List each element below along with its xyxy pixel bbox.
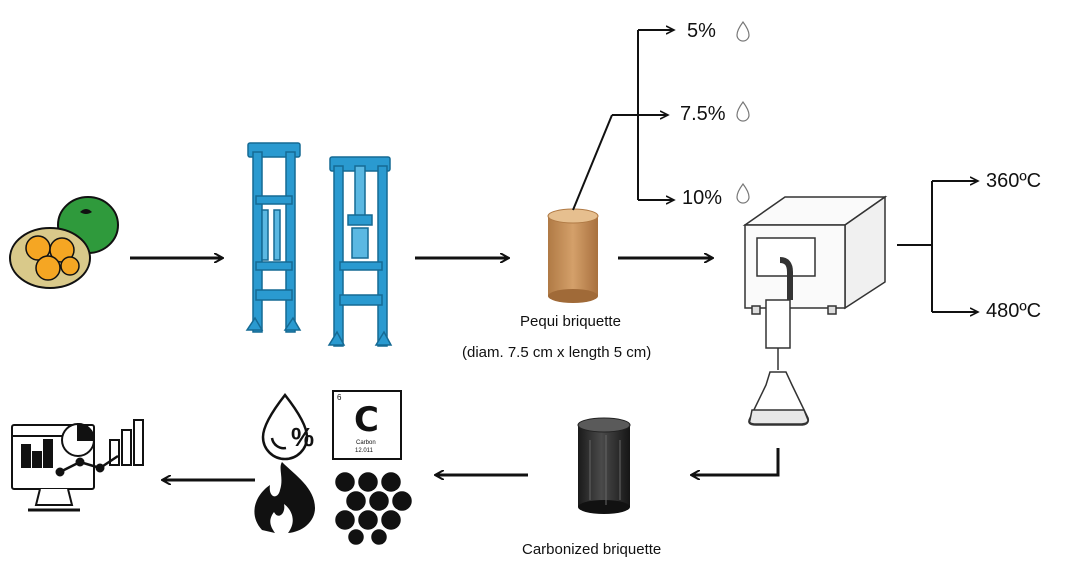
element-mass: 12.011 <box>355 448 373 454</box>
flow-arrow-4 <box>692 448 780 475</box>
element-symbol: C <box>354 400 379 440</box>
carbon-element-icon <box>332 390 402 460</box>
pore-structure-icon <box>332 469 415 548</box>
carbonization-furnace-icon <box>742 195 888 426</box>
carbonized-briquette-icon <box>577 417 631 514</box>
moisture-drop-small-icons <box>736 20 750 204</box>
element-name: Carbon <box>356 440 376 446</box>
moisture-label-5: 5% <box>687 20 716 42</box>
analysis-monitor-icon <box>11 419 144 512</box>
briquette-press-rod-icon <box>327 156 393 347</box>
moisture-branch-lines <box>572 30 674 211</box>
pequi-fruit-icon <box>9 196 119 289</box>
pequi-briquette-icon <box>547 208 599 303</box>
moisture-percent-symbol: % <box>291 422 315 452</box>
temperature-branch-lines <box>897 181 978 312</box>
carbonized-briquette-caption: Carbonized briquette <box>522 541 662 558</box>
briquette-press-icon <box>245 142 302 333</box>
flame-icon <box>254 462 315 533</box>
temperature-label-480: 480ºC <box>986 300 1042 322</box>
pequi-briquette-dimensions: (diam. 7.5 cm x length 5 cm) <box>462 344 652 361</box>
moisture-label-7-5: 7.5% <box>680 103 726 125</box>
pequi-briquette-title: Pequi briquette <box>520 313 621 330</box>
moisture-drop-icon <box>261 392 309 461</box>
temperature-label-360: 360ºC <box>986 170 1042 192</box>
element-number: 6 <box>337 393 342 402</box>
moisture-label-10: 10% <box>682 187 723 209</box>
